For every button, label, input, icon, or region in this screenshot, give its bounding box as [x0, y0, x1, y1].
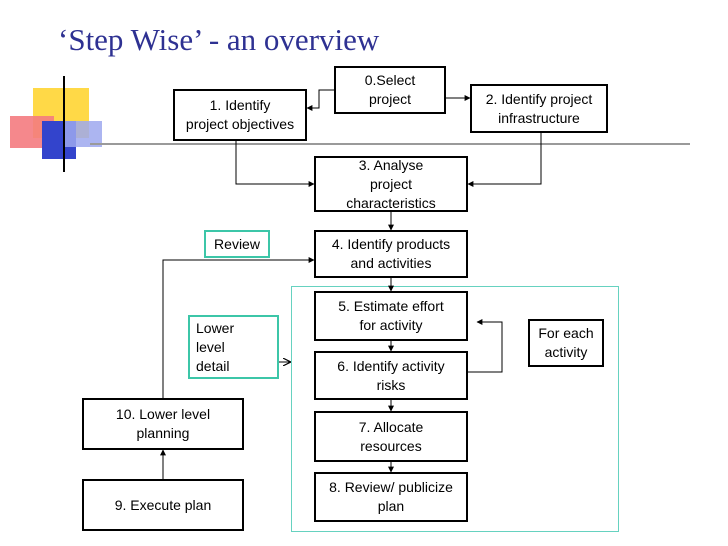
step-9-label: 9. Execute plan: [114, 496, 212, 513]
review-label-box: Review: [204, 230, 270, 258]
step-4-label: 4. Identify products and activities: [331, 236, 451, 271]
step-8-review-publicize: 8. Review/ publicize plan: [314, 472, 468, 522]
step-2-identify-infrastructure: 2. Identify project infrastructure: [470, 84, 608, 133]
title-divider: [90, 143, 690, 145]
step-5-label: 5. Estimate effort for activity: [338, 298, 444, 333]
step-0-label: 0.Select project: [364, 72, 416, 107]
decor-vertical-bar: [63, 76, 65, 172]
step-9-execute-plan: 9. Execute plan: [82, 479, 244, 531]
lower-level-detail-label: Lower level detail: [196, 319, 235, 374]
activity-loop-frame: [291, 286, 619, 532]
step-0-select-project: 0.Select project: [334, 66, 446, 114]
for-each-activity-box: For each activity: [528, 319, 604, 367]
step-3-analyse-characteristics: 3. Analyse project characteristics: [314, 156, 468, 212]
arrow-10-to-4: [162, 257, 315, 398]
page-title: ‘Step Wise’ - an overview: [58, 22, 380, 57]
for-each-activity-label: For each activity: [538, 325, 594, 360]
step-5-estimate-effort: 5. Estimate effort for activity: [314, 291, 468, 341]
loop-arrow: [468, 319, 503, 373]
lower-level-detail-box: Lower level detail: [188, 315, 279, 379]
step-7-label: 7. Allocate resources: [358, 418, 424, 454]
decor-lightblue-square: [64, 121, 102, 147]
step-10-lower-level-planning: 10. Lower level planning: [82, 398, 244, 450]
step-10-label: 10. Lower level planning: [115, 406, 211, 441]
step-6-identify-risks: 6. Identify activity risks: [314, 351, 468, 400]
arrow-0-to-1: [306, 89, 334, 111]
review-label: Review: [214, 235, 260, 252]
step-4-identify-products: 4. Identify products and activities: [314, 230, 468, 278]
arrow-1-to-3: [235, 141, 315, 187]
step-6-label: 6. Identify activity risks: [337, 357, 445, 393]
step-2-label: 2. Identify project infrastructure: [485, 90, 593, 126]
step-7-allocate-resources: 7. Allocate resources: [314, 411, 468, 462]
arrow-2-to-3: [467, 133, 542, 187]
step-1-label: 1. Identify project objectives: [185, 97, 295, 132]
step-3-label: 3. Analyse project characteristics: [346, 156, 436, 211]
step-1-identify-objectives: 1. Identify project objectives: [173, 89, 307, 141]
step-8-label: 8. Review/ publicize plan: [329, 479, 453, 514]
